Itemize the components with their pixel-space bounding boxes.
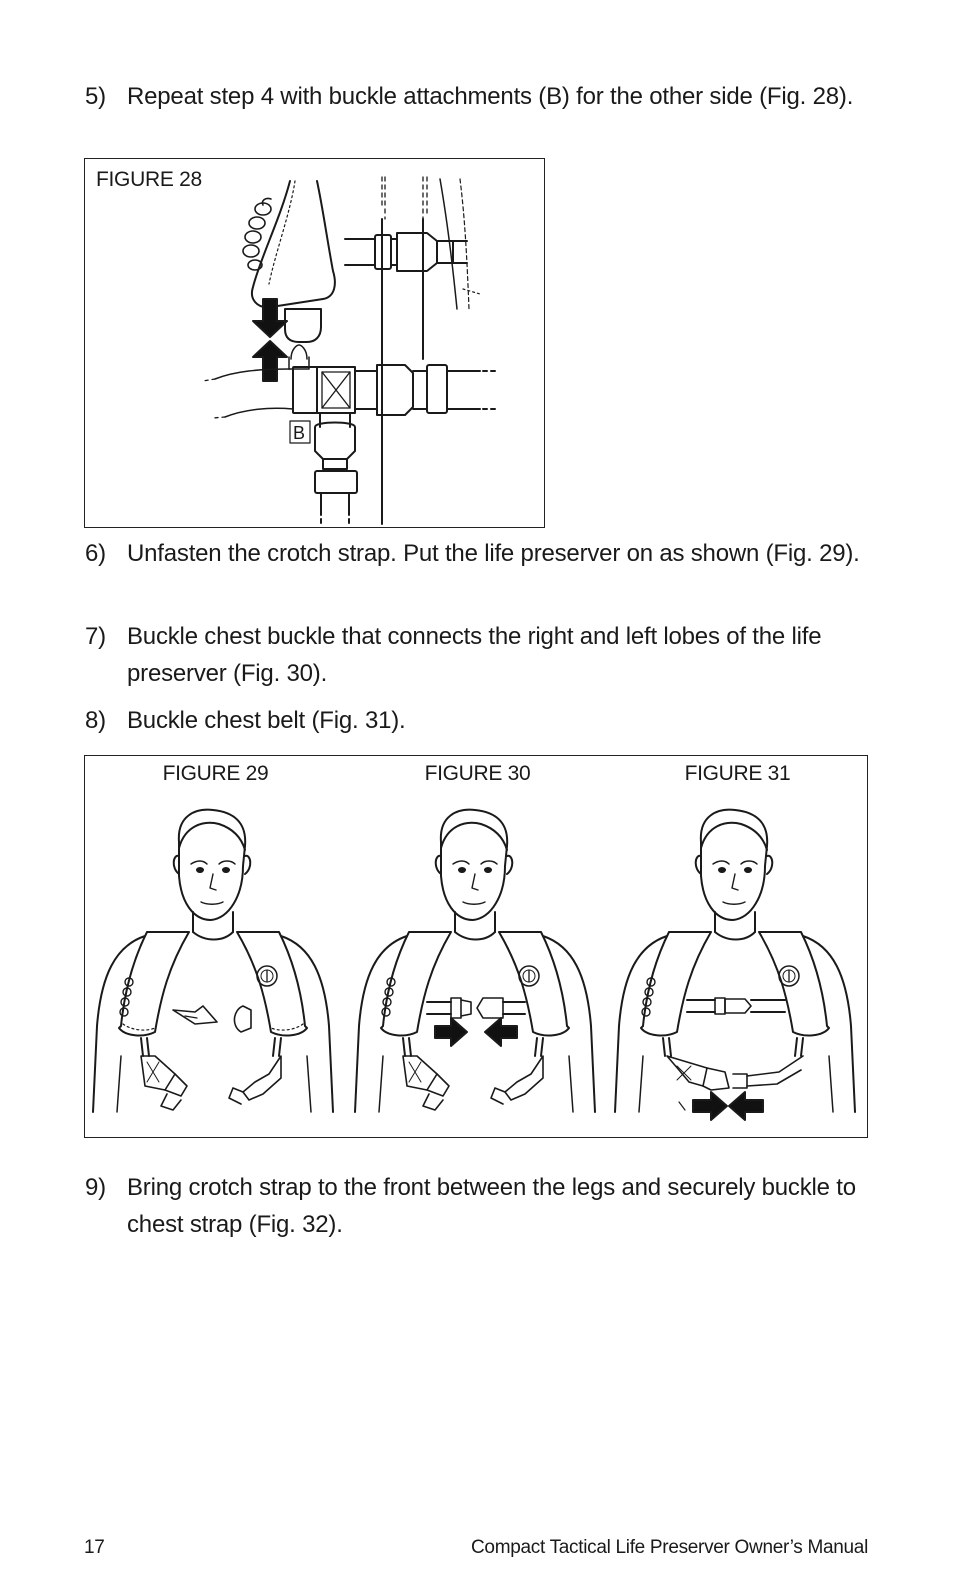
step-text: Unfasten the crotch strap. Put the life … [127, 540, 860, 567]
figure-31: FIGURE 31 [607, 756, 868, 1137]
figure-28-illustration [202, 176, 496, 525]
step-number: 9) [85, 1174, 106, 1201]
callout-b-label: B [293, 423, 305, 443]
page-number: 17 [84, 1537, 105, 1558]
figure-30: FIGURE 30 [347, 756, 608, 1137]
figure-29: FIGURE 29 [85, 756, 346, 1137]
step-number: 7) [85, 623, 106, 650]
step-7: 7) Buckle chest buckle that connects the… [85, 618, 875, 692]
figure-31-label: FIGURE 31 [684, 762, 791, 785]
figure-29-label: FIGURE 29 [162, 762, 269, 785]
step-9: 9) Bring crotch strap to the front betwe… [85, 1169, 875, 1243]
manual-title: Compact Tactical Life Preserver Owner’s … [471, 1537, 868, 1558]
step-number: 6) [85, 540, 106, 567]
figure-30-label: FIGURE 30 [424, 762, 531, 785]
figure-28: FIGURE 28 [84, 158, 545, 528]
figure-31-illustration [614, 808, 856, 1121]
step-number: 5) [85, 83, 106, 110]
step-6: 6) Unfasten the crotch strap. Put the li… [85, 535, 875, 572]
step-number: 8) [85, 707, 106, 734]
step-5: 5) Repeat step 4 with buckle attachments… [85, 78, 875, 115]
figures-29-31: FIGURE 29 [84, 755, 868, 1138]
step-8: 8) Buckle chest belt (Fig. 31). [85, 702, 875, 739]
step-text: Buckle chest buckle that connects the ri… [127, 623, 822, 687]
step-text: Bring crotch strap to the front between … [127, 1174, 856, 1238]
figure-29-illustration [92, 808, 334, 1113]
figure-28-label: FIGURE 28 [96, 168, 202, 191]
step-text: Buckle chest belt (Fig. 31). [127, 707, 406, 734]
figure-30-illustration [354, 808, 596, 1113]
logo-icon [256, 965, 278, 987]
step-text: Repeat step 4 with buckle attachments (B… [127, 83, 854, 110]
